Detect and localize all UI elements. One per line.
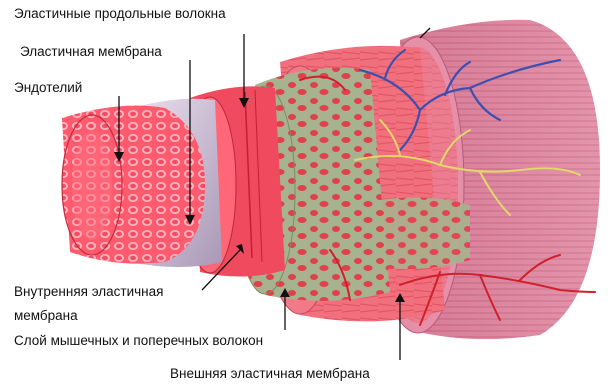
- label-outer-membrane: Внешняя эластичная мембрана: [170, 366, 370, 382]
- label-endothelium: Эндотелий: [14, 80, 82, 96]
- label-longitudinal-fibers: Эластичные продольные волокна: [14, 6, 226, 22]
- label-elastic-membrane: Эластичная мембрана: [20, 44, 162, 60]
- label-muscle-layer: Слой мышечных и поперечных волокон: [14, 333, 263, 349]
- label-inner-membrane-line2: мембрана: [14, 308, 78, 324]
- label-inner-membrane-line1: Внутренняя эластичная: [14, 284, 163, 300]
- endothelium-layer: [62, 106, 205, 264]
